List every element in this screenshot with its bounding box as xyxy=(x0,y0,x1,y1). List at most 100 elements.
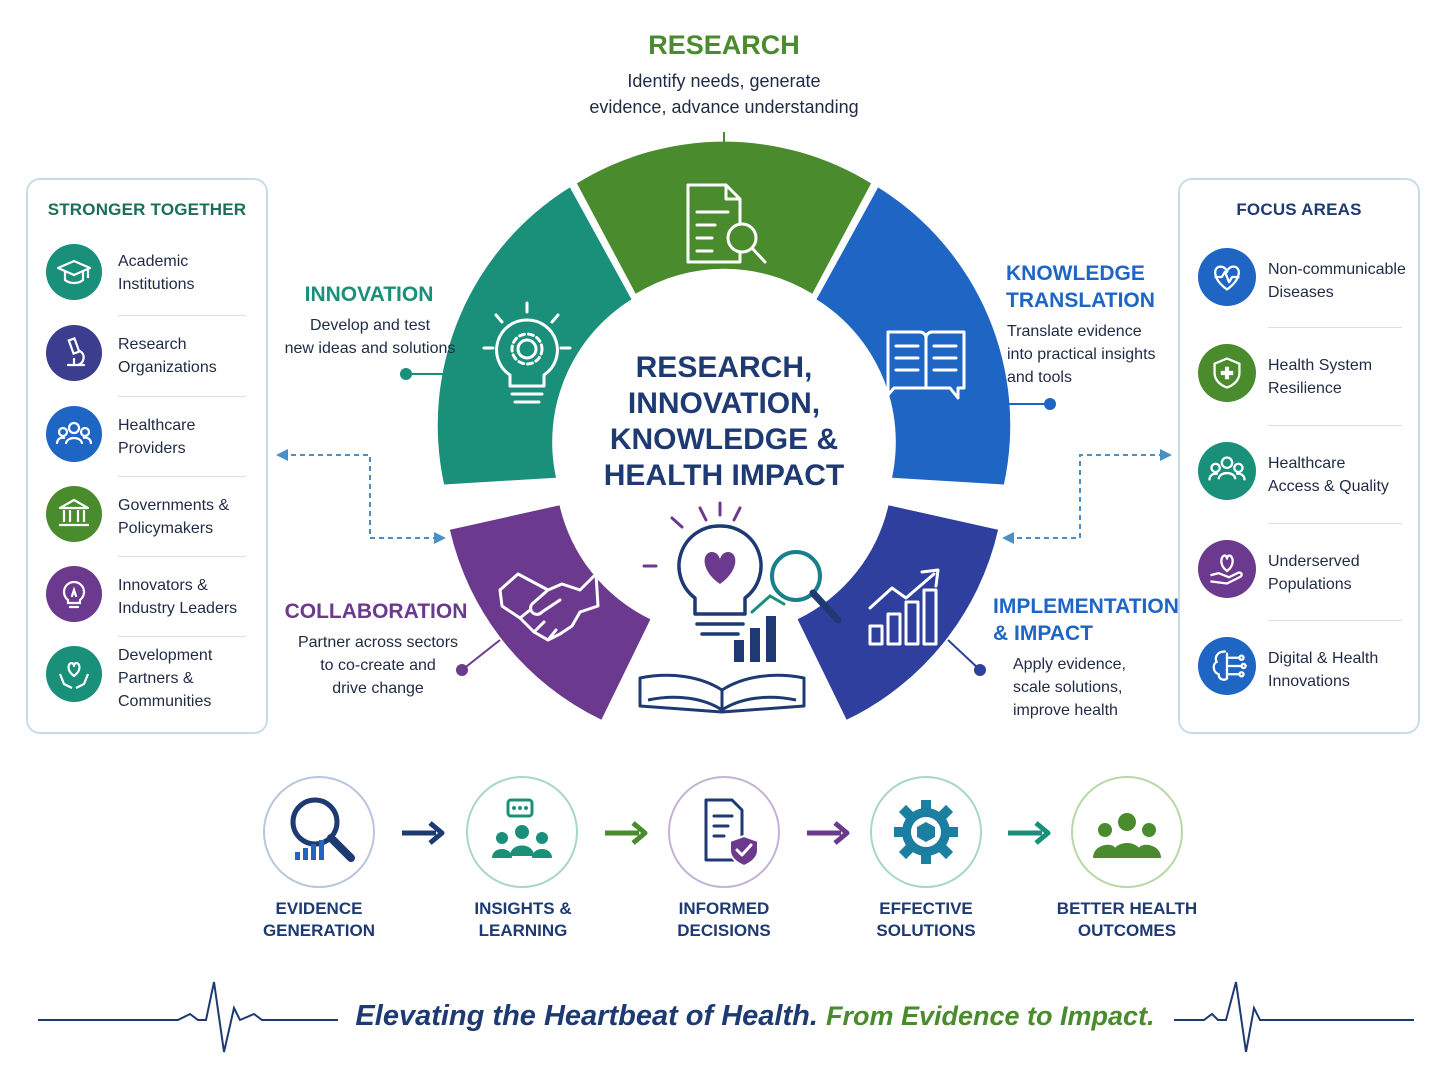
insights-learning-step[interactable] xyxy=(466,776,578,888)
collaboration-description: Partner across sectors to co-create and … xyxy=(278,631,478,700)
list-item-label: Non-communicable Diseases xyxy=(1268,258,1406,304)
list-item[interactable]: Governments & Policymakers xyxy=(28,482,266,560)
list-item-label: Healthcare Providers xyxy=(118,414,195,460)
list-item[interactable]: Non-communicable Diseases xyxy=(1180,244,1418,322)
flow-label-line: OUTCOMES xyxy=(1077,921,1177,940)
flow-label-line: INFORMED xyxy=(678,899,770,918)
list-item[interactable]: Healthcare Access & Quality xyxy=(1180,442,1418,520)
tagline-primary: Elevating the Heartbeat of Health. xyxy=(355,1000,818,1032)
label-line: Policymakers xyxy=(118,520,214,537)
growth-chart-icon xyxy=(868,568,940,646)
innovation-description: Develop and test new ideas and solutions xyxy=(270,314,470,360)
list-item[interactable]: Development Partners & Communities xyxy=(28,642,266,720)
divider xyxy=(118,396,246,397)
people-group-icon xyxy=(46,406,102,462)
flow-label-line: BETTER HEALTH xyxy=(1056,899,1198,918)
label-line: Health System xyxy=(1268,357,1373,374)
center-title-line: KNOWLEDGE & xyxy=(609,423,839,456)
arrow-right-icon xyxy=(807,821,850,845)
implementation-desc-line: Apply evidence, xyxy=(1013,656,1126,673)
divider xyxy=(118,476,246,477)
flow-label-line: INSIGHTS & xyxy=(474,899,572,918)
arrow-right-icon xyxy=(402,821,445,845)
collaboration-desc-line: drive change xyxy=(332,680,424,697)
label-line: Resilience xyxy=(1268,380,1342,397)
research-segment[interactable] xyxy=(576,141,872,294)
list-item[interactable]: Health System Resilience xyxy=(1180,344,1418,422)
label-line: Access & Quality xyxy=(1268,478,1389,495)
hand-heart-icon xyxy=(1198,540,1256,598)
knowledge-translation-description: Translate evidence into practical insigh… xyxy=(1007,320,1177,389)
research-desc-line: Identify needs, generate xyxy=(627,71,821,91)
handshake-icon xyxy=(498,572,600,642)
knowledge-title-line: TRANSLATION xyxy=(1006,289,1155,312)
flow-label-line: EFFECTIVE xyxy=(879,899,973,918)
collaboration-desc-line: to co-create and xyxy=(320,657,436,674)
label-line: Non-communicable xyxy=(1268,261,1406,278)
list-item-label: Development Partners & Communities xyxy=(118,644,212,713)
list-item[interactable]: Innovators & Industry Leaders xyxy=(28,562,266,640)
label-line: Healthcare xyxy=(1268,455,1346,472)
heart-pulse-icon xyxy=(1198,248,1256,306)
magnifier-icon xyxy=(750,550,842,624)
informed-decisions-step[interactable] xyxy=(668,776,780,888)
heartbeat-line-right xyxy=(1174,981,1414,1053)
people-icon xyxy=(1198,442,1256,500)
list-item[interactable]: Underserved Populations xyxy=(1180,540,1418,618)
label-line: Governments & xyxy=(118,497,230,514)
evidence-generation-step[interactable] xyxy=(263,776,375,888)
list-item-label: Academic Institutions xyxy=(118,250,194,296)
list-item-label: Digital & Health Innovations xyxy=(1268,647,1378,693)
divider xyxy=(118,556,246,557)
divider xyxy=(118,315,246,316)
divider xyxy=(1268,523,1402,524)
label-line: Industry Leaders xyxy=(118,600,238,617)
open-book-chat-icon xyxy=(886,330,966,400)
shield-cross-icon xyxy=(1198,344,1256,402)
effective-solutions-step[interactable] xyxy=(870,776,982,888)
divider xyxy=(1268,425,1402,426)
list-item[interactable]: Research Organizations xyxy=(28,321,266,399)
label-line: Populations xyxy=(1268,576,1352,593)
label-line: Institutions xyxy=(118,276,195,293)
heartbeat-line-left xyxy=(38,981,338,1053)
list-item[interactable]: Digital & Health Innovations xyxy=(1180,637,1418,715)
research-description: Identify needs, generate evidence, advan… xyxy=(549,68,899,120)
knowledge-translation-segment[interactable] xyxy=(816,187,1011,485)
flow-step-label: INFORMED DECISIONS xyxy=(639,898,809,942)
right-dashed-connector xyxy=(1008,454,1164,539)
knowledge-translation-title: KNOWLEDGE TRANSLATION xyxy=(1006,260,1176,314)
arrow-right-icon xyxy=(605,821,648,845)
list-item[interactable]: Healthcare Providers xyxy=(28,402,266,480)
lightbulb-heart-icon xyxy=(642,501,763,636)
label-line: Development xyxy=(118,647,213,664)
list-item-label: Innovators & Industry Leaders xyxy=(118,574,237,620)
center-title-line: RESEARCH, xyxy=(635,351,813,384)
flow-label-line: LEARNING xyxy=(478,921,568,940)
label-line: Innovators & xyxy=(118,577,208,594)
lightbulb-gear-icon xyxy=(482,301,572,404)
center-title-line: INNOVATION, xyxy=(627,387,821,420)
panel-title: STRONGER TOGETHER xyxy=(47,200,247,219)
research-title: RESEARCH xyxy=(648,30,800,60)
collaboration-segment[interactable] xyxy=(449,505,651,720)
graduation-cap-icon xyxy=(46,244,102,300)
panel-title: FOCUS AREAS xyxy=(1236,200,1362,219)
label-line: Innovations xyxy=(1268,673,1350,690)
arrow-right-icon xyxy=(1008,821,1051,845)
implementation-title-line: IMPLEMENTATION xyxy=(993,595,1179,618)
bar-chart-icon xyxy=(734,616,776,662)
implementation-desc-line: scale solutions, xyxy=(1013,679,1123,696)
microscope-icon xyxy=(46,325,102,381)
magnifier-chart-icon xyxy=(290,797,355,862)
label-line: Research xyxy=(118,336,187,353)
better-health-outcomes-step[interactable] xyxy=(1071,776,1183,888)
divider xyxy=(1268,620,1402,621)
divider xyxy=(1268,327,1402,328)
list-item[interactable]: Academic Institutions xyxy=(28,238,266,316)
flow-label-line: DECISIONS xyxy=(677,921,771,940)
flow-label-line: SOLUTIONS xyxy=(876,921,976,940)
left-dashed-connector xyxy=(282,454,438,539)
label-line: Diseases xyxy=(1268,284,1334,301)
